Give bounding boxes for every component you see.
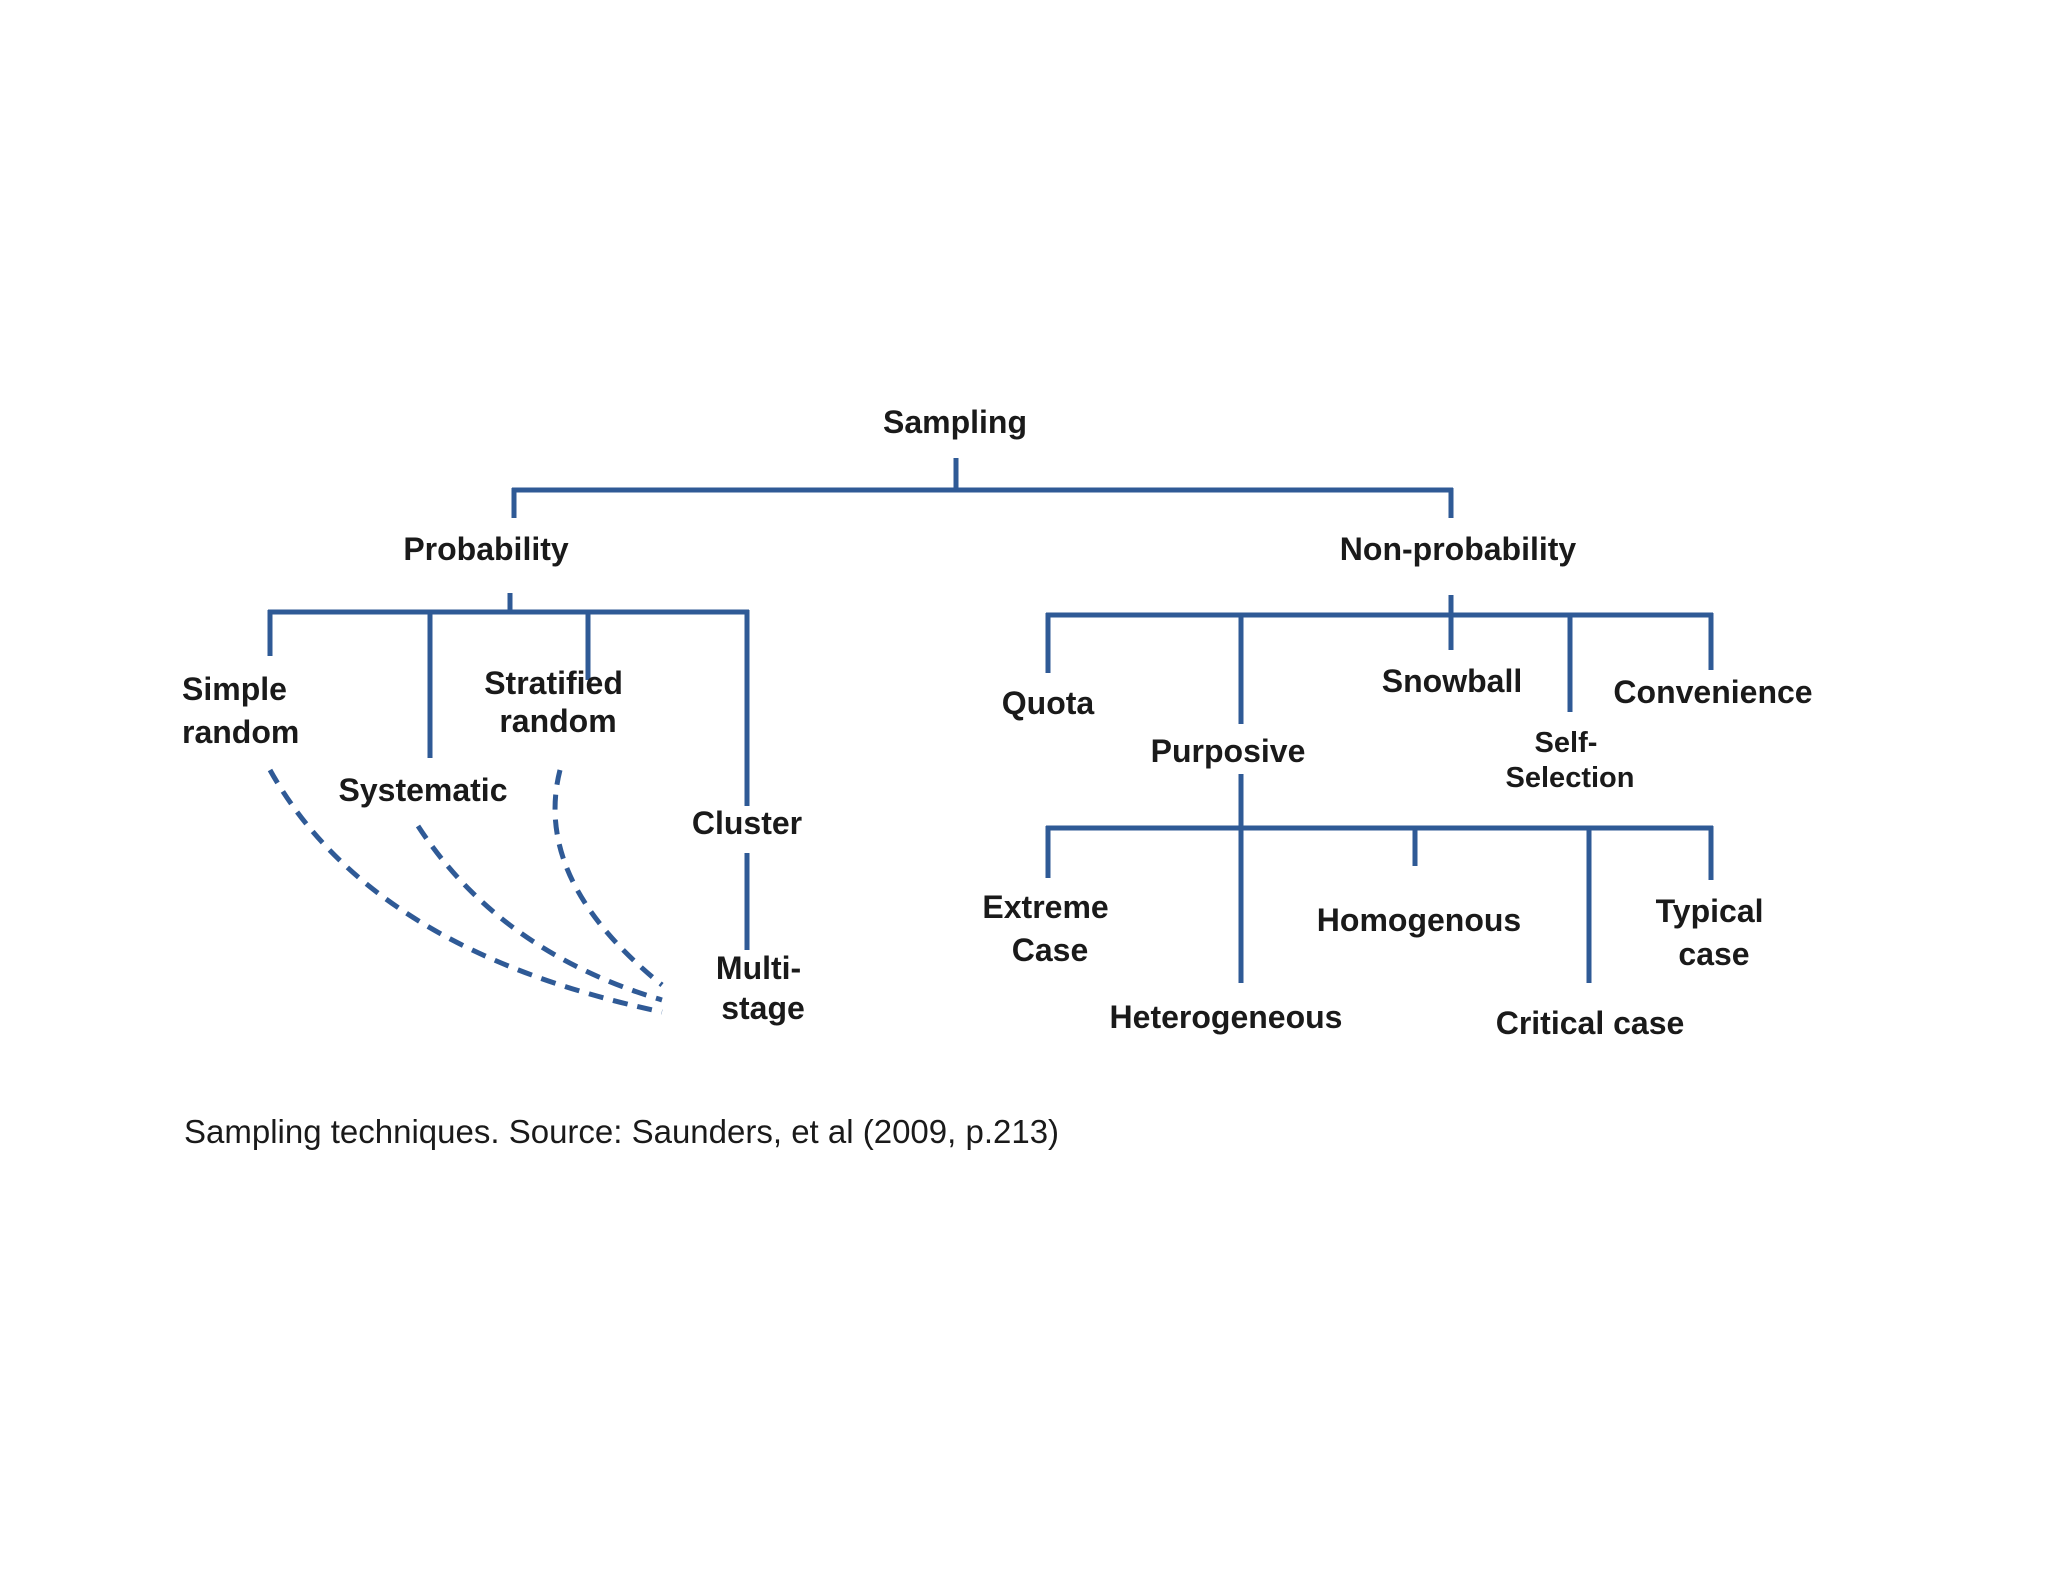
node-snowball: Snowball (1382, 663, 1522, 699)
figure-caption: Sampling techniques. Source: Saunders, e… (184, 1113, 1060, 1150)
dashed-simple-random-to-multi-stage (267, 768, 663, 1015)
node-critical-case: Critical case (1496, 1005, 1685, 1041)
node-self-selection: Self- Selection (1506, 727, 1635, 794)
tree-connectors (267, 458, 1714, 1015)
node-systematic: Systematic (339, 772, 508, 808)
node-probability: Probability (403, 531, 569, 567)
node-quota: Quota (1002, 685, 1095, 721)
tree-nodes: Sampling Probability Non-probability Sim… (182, 404, 1813, 1041)
node-non-probability: Non-probability (1340, 531, 1577, 567)
node-sampling: Sampling (883, 404, 1027, 440)
node-typical-case: Typical case (1656, 893, 1773, 972)
dashed-systematic-to-multi-stage (415, 824, 663, 1003)
node-extreme-case: Extreme Case (982, 889, 1117, 968)
node-heterogeneous: Heterogeneous (1110, 999, 1343, 1035)
node-purposive: Purposive (1151, 733, 1306, 769)
dashed-stratified-to-multi-stage (552, 769, 664, 987)
node-multi-stage: Multi- stage (716, 950, 810, 1026)
node-stratified-random: Stratified random (484, 665, 632, 739)
node-cluster: Cluster (692, 805, 802, 841)
node-simple-random: Simple random (182, 671, 299, 750)
node-homogenous: Homogenous (1317, 902, 1521, 938)
node-convenience: Convenience (1613, 674, 1812, 710)
